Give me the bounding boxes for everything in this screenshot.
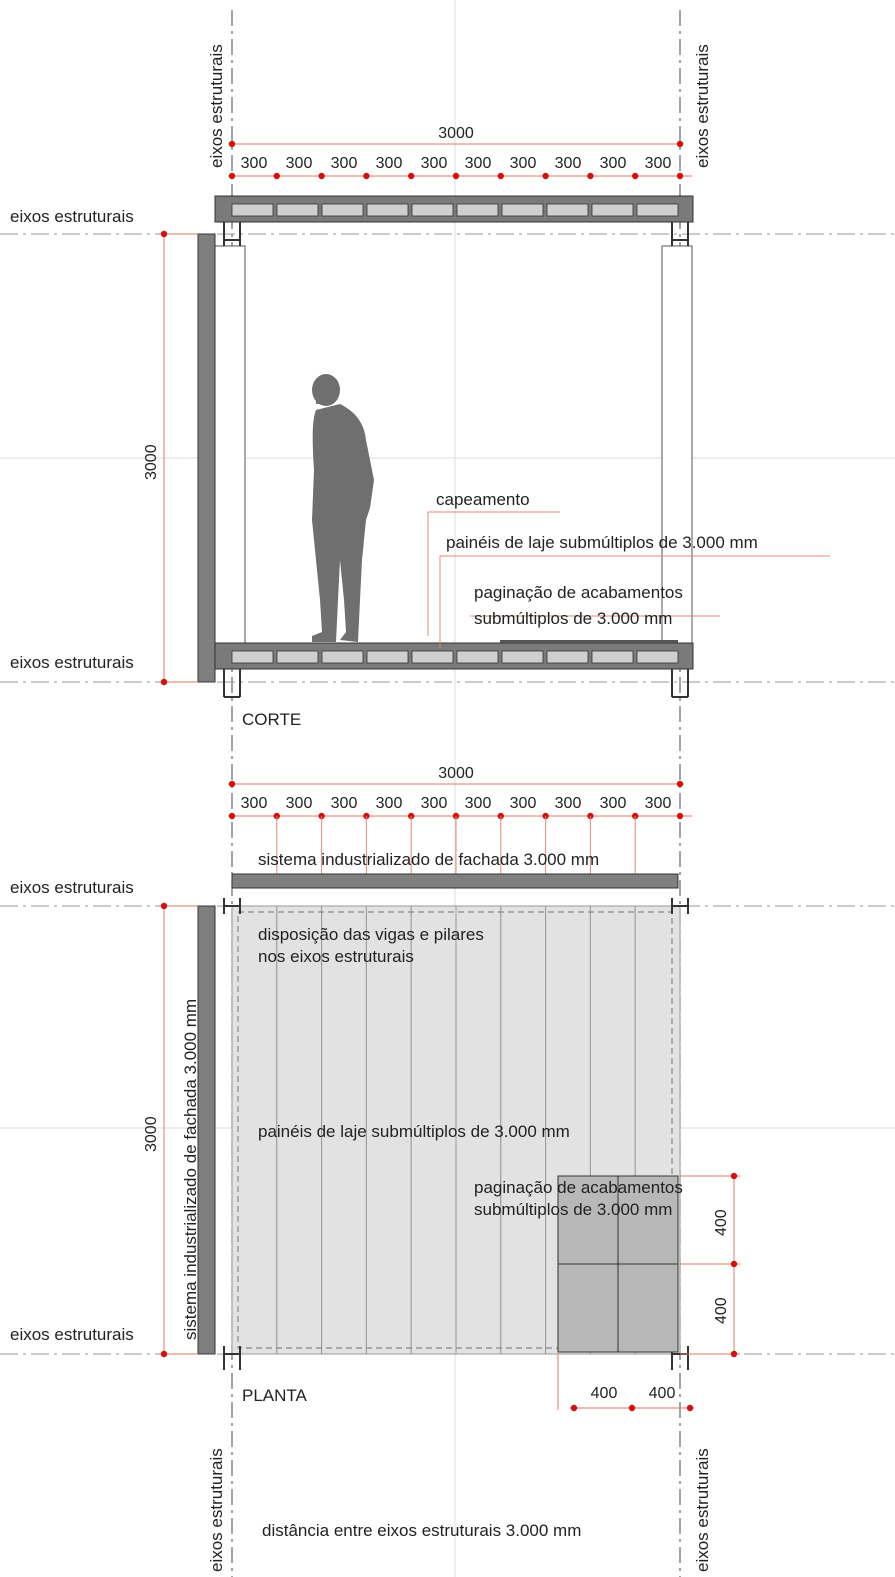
label-sistema-fachada-side: sistema industrializado de fachada 3.000…	[181, 999, 200, 1340]
label-paineis-corte: painéis de laje submúltiplos de 3.000 mm	[446, 533, 758, 552]
svg-text:300: 300	[286, 155, 313, 172]
svg-text:300: 300	[241, 795, 268, 812]
dimension-total-planta: 3000	[438, 765, 474, 782]
label-distancia: distância entre eixos estruturais 3.000 …	[262, 1521, 581, 1540]
label-paineis-planta: painéis de laje submúltiplos de 3.000 mm	[258, 1122, 570, 1141]
svg-text:300: 300	[600, 155, 627, 172]
axis-label-bottom-right: eixos estruturais	[693, 1448, 712, 1572]
svg-text:300: 300	[465, 795, 492, 812]
svg-text:300: 300	[241, 155, 268, 172]
finish-tiles	[557, 1175, 679, 1353]
human-figure	[312, 374, 374, 642]
dimension-chain-planta: 3000 300 300 300 300 300 300 300 300 300…	[228, 765, 692, 820]
module-leaders-planta	[276, 816, 636, 874]
axis-label-h4: eixos estruturais	[10, 1325, 134, 1344]
module-labels-planta: 300 300 300 300 300 300 300 300 300 300	[241, 795, 672, 812]
column-right	[661, 245, 693, 645]
vertical-dimension-planta: 3000	[143, 902, 198, 1358]
axis-label-bottom-left: eixos estruturais	[207, 1448, 226, 1572]
label-sistema-fachada-top: sistema industrializado de fachada 3.000…	[258, 850, 599, 869]
axis-label-h1: eixos estruturais	[10, 207, 134, 226]
label-capeamento: capeamento	[436, 490, 530, 509]
floor-slab-panels	[231, 650, 679, 664]
axis-label-top-right: eixos estruturais	[693, 44, 712, 168]
vertical-dimension-corte: 3000	[143, 230, 198, 686]
svg-text:300: 300	[600, 795, 627, 812]
facade-wall-plan	[197, 905, 216, 1355]
svg-text:300: 300	[286, 795, 313, 812]
leader-capeamento	[427, 511, 560, 636]
facade-bar-top	[231, 873, 679, 889]
label-corte: CORTE	[242, 710, 301, 729]
axis-label-h3: eixos estruturais	[10, 878, 134, 897]
svg-text:300: 300	[645, 795, 672, 812]
beams-outline	[237, 911, 673, 1349]
svg-text:300: 300	[421, 155, 448, 172]
dimension-chain-corte: 3000 300 300 300 300 300 300 300 300 300…	[228, 125, 692, 180]
slab-panels-plan	[231, 905, 681, 1355]
svg-text:300: 300	[376, 795, 403, 812]
svg-text:400: 400	[591, 1385, 618, 1402]
dimension-height-planta: 3000	[143, 1116, 160, 1152]
top-slab-panels	[231, 203, 679, 217]
svg-text:300: 300	[555, 155, 582, 172]
tile-dimension-vertical: 400 400	[680, 1172, 740, 1358]
svg-text:300: 300	[331, 795, 358, 812]
svg-text:300: 300	[510, 795, 537, 812]
facade-wall-corte	[197, 233, 216, 683]
leader-paineis-corte	[439, 555, 830, 648]
dimension-total-corte: 3000	[438, 125, 474, 142]
module-labels-corte: 300 300 300 300 300 300 300 300 300 300	[241, 155, 672, 172]
module-ticks-corte	[228, 172, 684, 180]
label-paginacao-corte-2: submúltiplos de 3.000 mm	[474, 609, 672, 628]
tile-dimension-horizontal: 400 400	[557, 1354, 694, 1412]
label-disposicao-1: disposição das vigas e pilares	[258, 925, 484, 944]
svg-text:300: 300	[645, 155, 672, 172]
label-disposicao-2: nos eixos estruturais	[258, 947, 414, 966]
svg-text:300: 300	[331, 155, 358, 172]
svg-text:300: 300	[421, 795, 448, 812]
label-paginacao-corte-1: paginação de acabamentos	[474, 583, 683, 602]
axis-label-top-left: eixos estruturais	[207, 44, 226, 168]
column-left	[214, 245, 246, 645]
svg-text:300: 300	[555, 795, 582, 812]
svg-text:400: 400	[713, 1209, 730, 1236]
dimension-height-corte: 3000	[143, 444, 160, 480]
svg-text:300: 300	[376, 155, 403, 172]
planta-plan	[197, 816, 689, 1370]
svg-text:300: 300	[510, 155, 537, 172]
corte-section	[197, 195, 830, 698]
svg-text:400: 400	[713, 1297, 730, 1324]
label-paginacao-planta-2: submúltiplos de 3.000 mm	[474, 1200, 672, 1219]
label-planta: PLANTA	[242, 1386, 308, 1405]
axis-label-h2: eixos estruturais	[10, 653, 134, 672]
label-paginacao-planta-1: paginação de acabamentos	[474, 1178, 683, 1197]
svg-text:300: 300	[465, 155, 492, 172]
finish-layer	[500, 640, 678, 644]
svg-text:400: 400	[649, 1385, 676, 1402]
